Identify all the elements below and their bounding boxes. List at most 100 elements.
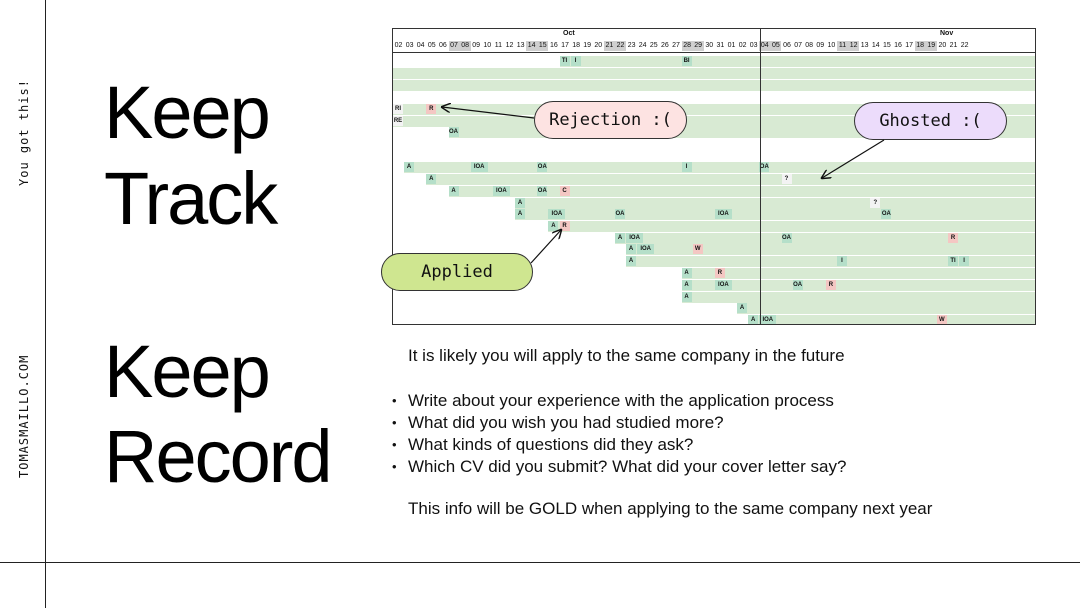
day-label: 12 [505,42,514,49]
status-cell: R [714,268,725,278]
month-label-nov: Nov [940,30,954,37]
application-row [681,268,1035,279]
status-cell: IOA [548,209,566,219]
advice-item: Which CV did you submit? What did your c… [392,456,846,478]
day-label: 18 [914,41,926,51]
day-label: 02 [738,42,747,49]
status-cell: IOA [626,233,644,243]
status-cell: A [426,174,437,184]
advice-list: Write about your experience with the app… [392,390,846,478]
vertical-rule [45,0,46,608]
day-label: 15 [882,42,891,49]
status-cell: OA [881,209,892,219]
application-row [404,162,1035,173]
status-cell: ? [781,174,792,184]
status-cell: RE [393,116,403,126]
application-row [548,221,1035,232]
application-row [515,198,1035,209]
day-label: 06 [783,42,791,49]
status-cell: A [748,315,759,324]
day-label: 09 [472,42,481,49]
day-label: 23 [627,42,636,49]
status-cell: TI [948,256,958,266]
status-cell: OA [781,233,792,243]
day-label: 31 [716,42,725,49]
day-label: 03 [405,42,414,49]
rejection-callout: Rejection :( [534,101,687,139]
heading-keep-track-line2: Track [104,157,278,240]
day-label: 20 [938,42,947,49]
day-label: 04 [416,42,425,49]
header-divider [393,52,1035,53]
applied-callout: Applied [381,253,533,291]
day-label: 27 [672,42,680,49]
status-cell: R [426,104,437,114]
application-row [448,186,1035,197]
day-label: 16 [549,42,558,49]
status-cell: RI [393,104,403,114]
status-cell: W [692,244,703,254]
day-label: 20 [594,42,603,49]
status-cell: OA [537,162,548,172]
day-label: 19 [925,41,937,51]
application-row [426,174,1035,185]
application-row [748,315,1035,324]
status-cell: OA [759,162,770,172]
application-row [681,292,1035,303]
application-row [393,104,1035,115]
day-label: 19 [583,42,592,49]
day-label: 25 [649,42,658,49]
day-label: 11 [494,42,503,49]
status-cell: OA [537,186,548,196]
status-cell: A [737,303,748,313]
day-label: 08 [805,42,814,49]
advice-item: Write about your experience with the app… [392,390,846,412]
status-cell: TI [559,56,570,66]
status-cell: IOA [637,244,655,254]
status-cell: I [570,56,581,66]
status-cell: I [959,256,970,266]
application-row [681,280,1035,291]
status-cell: OA [448,127,459,137]
day-label: 18 [572,42,580,49]
status-cell: A [681,280,692,290]
status-cell: IOA [492,186,510,196]
day-label: 05 [427,42,436,49]
day-label: 22 [960,42,969,49]
application-row [393,80,1035,91]
day-label: 17 [561,42,569,49]
intro-text: It is likely you will apply to the same … [408,346,845,365]
status-cell: I [837,256,847,266]
day-label: 28 [681,41,693,51]
status-cell: A [615,233,625,243]
outro-text: This info will be GOLD when applying to … [408,499,933,518]
status-cell: A [548,221,559,231]
application-row [448,127,1035,138]
day-label: 10 [483,42,492,49]
application-row [559,56,1035,67]
day-label: 13 [860,42,869,49]
status-cell: ? [870,198,881,208]
status-cell: A [448,186,459,196]
status-cell: A [681,268,692,278]
status-cell: IOA [470,162,488,172]
application-row [626,244,1035,255]
status-cell: OA [615,209,625,219]
day-label: 04 [759,41,771,51]
application-row [515,209,1035,220]
day-label: 13 [516,42,525,49]
status-cell: A [626,244,637,254]
status-cell: IOA [714,209,732,219]
day-label: 11 [837,41,848,51]
day-label: 06 [438,42,447,49]
ghosted-callout: Ghosted :( [854,102,1007,140]
month-separator [760,29,761,324]
status-cell: A [515,198,526,208]
day-label: 17 [905,42,913,49]
side-website: TOMASMAILLO.COM [17,354,31,478]
status-cell: A [515,209,526,219]
day-label: 14 [526,41,538,51]
horizontal-rule [0,562,1080,563]
status-cell: BI [681,56,692,66]
day-label: 05 [770,41,782,51]
